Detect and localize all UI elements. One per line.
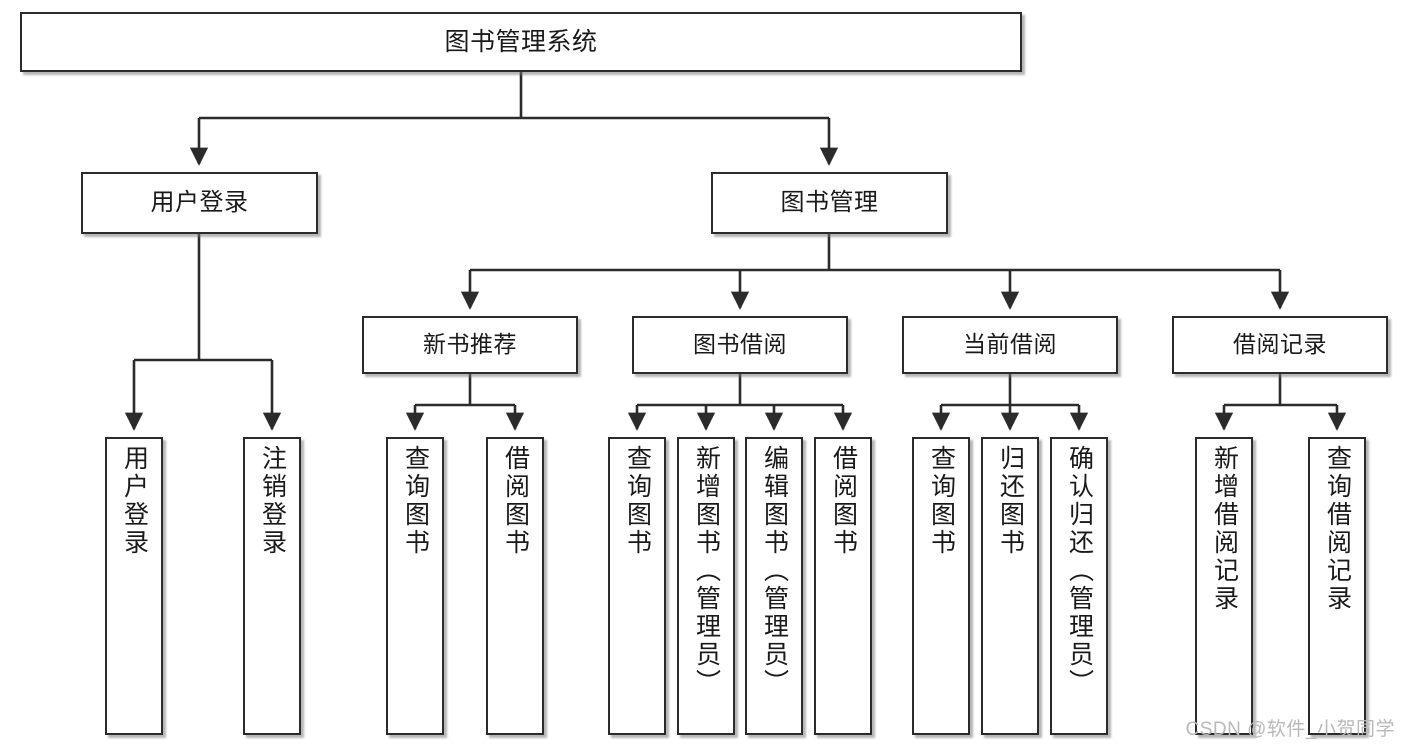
node-leaf-confirm-return-admin[interactable]: 确认归还（管理员）: [1050, 437, 1108, 735]
node-leaf-user-login[interactable]: 用户登录: [105, 437, 163, 735]
node-label: 查询图书: [927, 445, 956, 557]
node-label: 注销登录: [258, 445, 287, 557]
node-label: 确认归还（管理员）: [1065, 445, 1094, 697]
node-book-manage[interactable]: 图书管理: [711, 172, 948, 234]
node-leaf-query-borrow-record[interactable]: 查询借阅记录: [1308, 437, 1366, 735]
node-leaf-logout-login[interactable]: 注销登录: [243, 437, 301, 735]
node-leaf-add-book-admin[interactable]: 新增图书（管理员）: [677, 437, 735, 735]
node-label: 新增借阅记录: [1210, 445, 1239, 613]
node-current-borrow[interactable]: 当前借阅: [902, 316, 1118, 374]
node-leaf-return-book[interactable]: 归还图书: [981, 437, 1039, 735]
node-label: 借阅记录: [1233, 331, 1327, 358]
node-label: 查询图书: [401, 445, 430, 557]
node-root-system[interactable]: 图书管理系统: [20, 12, 1022, 72]
node-user-login[interactable]: 用户登录: [81, 172, 318, 234]
node-label: 用户登录: [150, 188, 249, 216]
node-label: 查询借阅记录: [1323, 445, 1352, 613]
node-label: 借阅图书: [501, 445, 530, 557]
node-leaf-borrow-book-1[interactable]: 借阅图书: [486, 437, 544, 735]
node-label: 新增图书（管理员）: [692, 445, 721, 697]
node-label: 用户登录: [120, 445, 149, 557]
node-leaf-borrow-book-2[interactable]: 借阅图书: [814, 437, 872, 735]
node-leaf-query-book-1[interactable]: 查询图书: [386, 437, 444, 735]
node-label: 图书管理系统: [444, 28, 598, 56]
node-label: 图书管理: [780, 188, 879, 216]
node-label: 图书借阅: [693, 331, 787, 358]
node-label: 查询图书: [623, 445, 652, 557]
node-label: 新书推荐: [423, 331, 517, 358]
node-book-borrow[interactable]: 图书借阅: [632, 316, 848, 374]
node-leaf-query-book-3[interactable]: 查询图书: [912, 437, 970, 735]
node-leaf-query-book-2[interactable]: 查询图书: [608, 437, 666, 735]
node-leaf-add-borrow-record[interactable]: 新增借阅记录: [1195, 437, 1253, 735]
node-label: 借阅图书: [829, 445, 858, 557]
node-label: 归还图书: [996, 445, 1025, 557]
node-label: 当前借阅: [963, 331, 1057, 358]
watermark-text: CSDN @软件_小贺同学: [1185, 719, 1395, 740]
node-label: 编辑图书（管理员）: [760, 445, 789, 697]
node-borrow-record[interactable]: 借阅记录: [1172, 316, 1388, 374]
node-new-book-recommend[interactable]: 新书推荐: [362, 316, 578, 374]
node-leaf-edit-book-admin[interactable]: 编辑图书（管理员）: [745, 437, 803, 735]
